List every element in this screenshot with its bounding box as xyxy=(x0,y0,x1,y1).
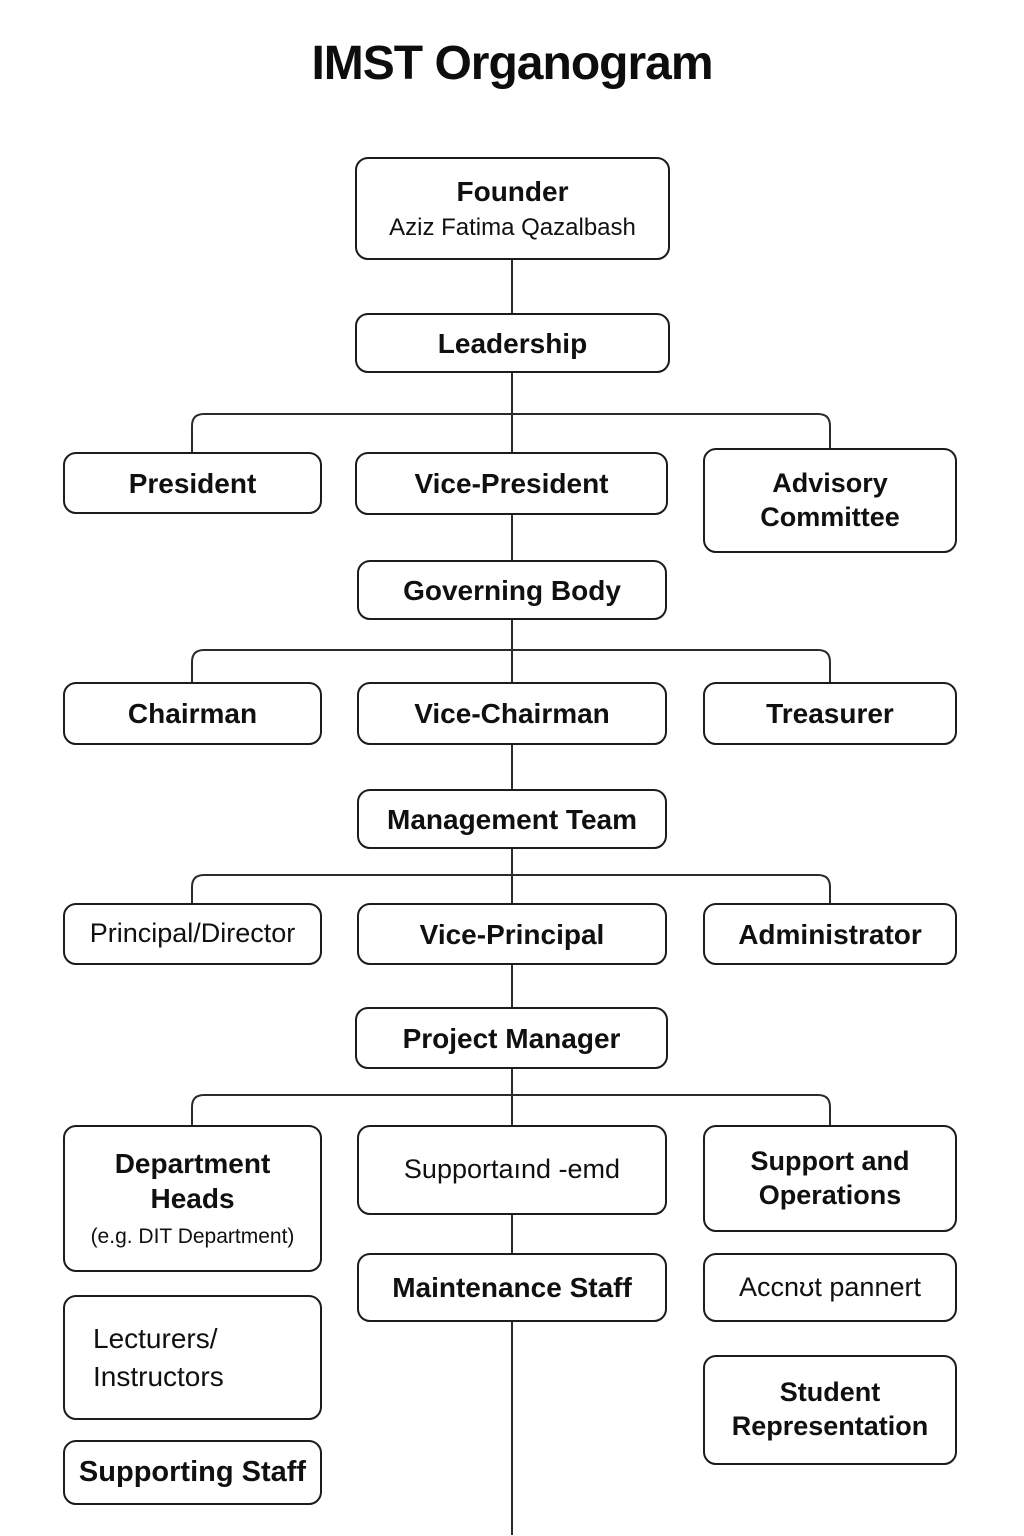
node-vice-chairman: Vice-Chairman xyxy=(357,682,667,745)
node-vice-president: Vice-President xyxy=(355,452,668,515)
node-label: Support and Operations xyxy=(750,1145,910,1210)
node-label: Chairman xyxy=(127,698,258,729)
node-student-representation: Student Representation xyxy=(703,1355,957,1465)
node-supporting-staff: Supporting Staff xyxy=(63,1440,322,1505)
node-department-heads: Department Heads (e.g. DIT Department) xyxy=(63,1125,322,1272)
node-label: President xyxy=(128,467,257,499)
node-sublabel: (e.g. DIT Department) xyxy=(90,1225,295,1249)
node-administrator: Administrator xyxy=(703,903,957,965)
node-account-pannert: Accnʊt pannert xyxy=(703,1253,957,1322)
node-label: Department Heads xyxy=(114,1148,271,1215)
node-project-manager: Project Manager xyxy=(355,1007,668,1069)
node-label: Governing Body xyxy=(403,574,621,606)
node-label: Founder xyxy=(456,176,569,207)
node-support-and-end: Supportaınd -emd xyxy=(357,1125,667,1215)
node-treasurer: Treasurer xyxy=(703,682,957,745)
node-label: Advisory Committee xyxy=(760,467,900,532)
node-management-team: Management Team xyxy=(357,789,667,849)
node-label: Treasurer xyxy=(766,698,894,729)
node-label: Vice-Chairman xyxy=(414,698,610,729)
node-label: Lecturers/ Instructors xyxy=(93,1322,224,1392)
node-lecturers-instructors: Lecturers/ Instructors xyxy=(63,1295,322,1420)
node-sublabel: Aziz Fatima Qazalbash xyxy=(389,214,636,241)
node-label: Vice-President xyxy=(414,468,609,499)
node-label: Administrator xyxy=(738,918,922,950)
node-vice-principal: Vice-Principal xyxy=(357,903,667,965)
node-chairman: Chairman xyxy=(63,682,322,745)
node-advisory-committee: Advisory Committee xyxy=(703,448,957,553)
node-leadership: Leadership xyxy=(355,313,670,373)
node-maintenance-staff: Maintenance Staff xyxy=(357,1253,667,1322)
node-label: Supporting Staff xyxy=(78,1456,307,1489)
page-title: IMST Organogram xyxy=(311,37,713,90)
node-label: Project Manager xyxy=(402,1022,621,1054)
node-principal-director: Principal/Director xyxy=(63,903,322,965)
node-label: Management Team xyxy=(387,803,637,835)
node-governing-body: Governing Body xyxy=(357,560,667,620)
node-support-and-operations: Support and Operations xyxy=(703,1125,957,1232)
node-founder: Founder Aziz Fatima Qazalbash xyxy=(355,157,670,260)
node-label: Student Representation xyxy=(731,1377,929,1441)
node-label: Vice-Principal xyxy=(419,918,605,950)
node-label: Maintenance Staff xyxy=(392,1272,632,1303)
node-label: Supportaınd -emd xyxy=(403,1154,621,1185)
node-label: Accnʊt pannert xyxy=(739,1271,921,1302)
node-label: Leadership xyxy=(437,327,588,359)
node-president: President xyxy=(63,452,322,514)
node-label: Principal/Director xyxy=(89,918,296,949)
